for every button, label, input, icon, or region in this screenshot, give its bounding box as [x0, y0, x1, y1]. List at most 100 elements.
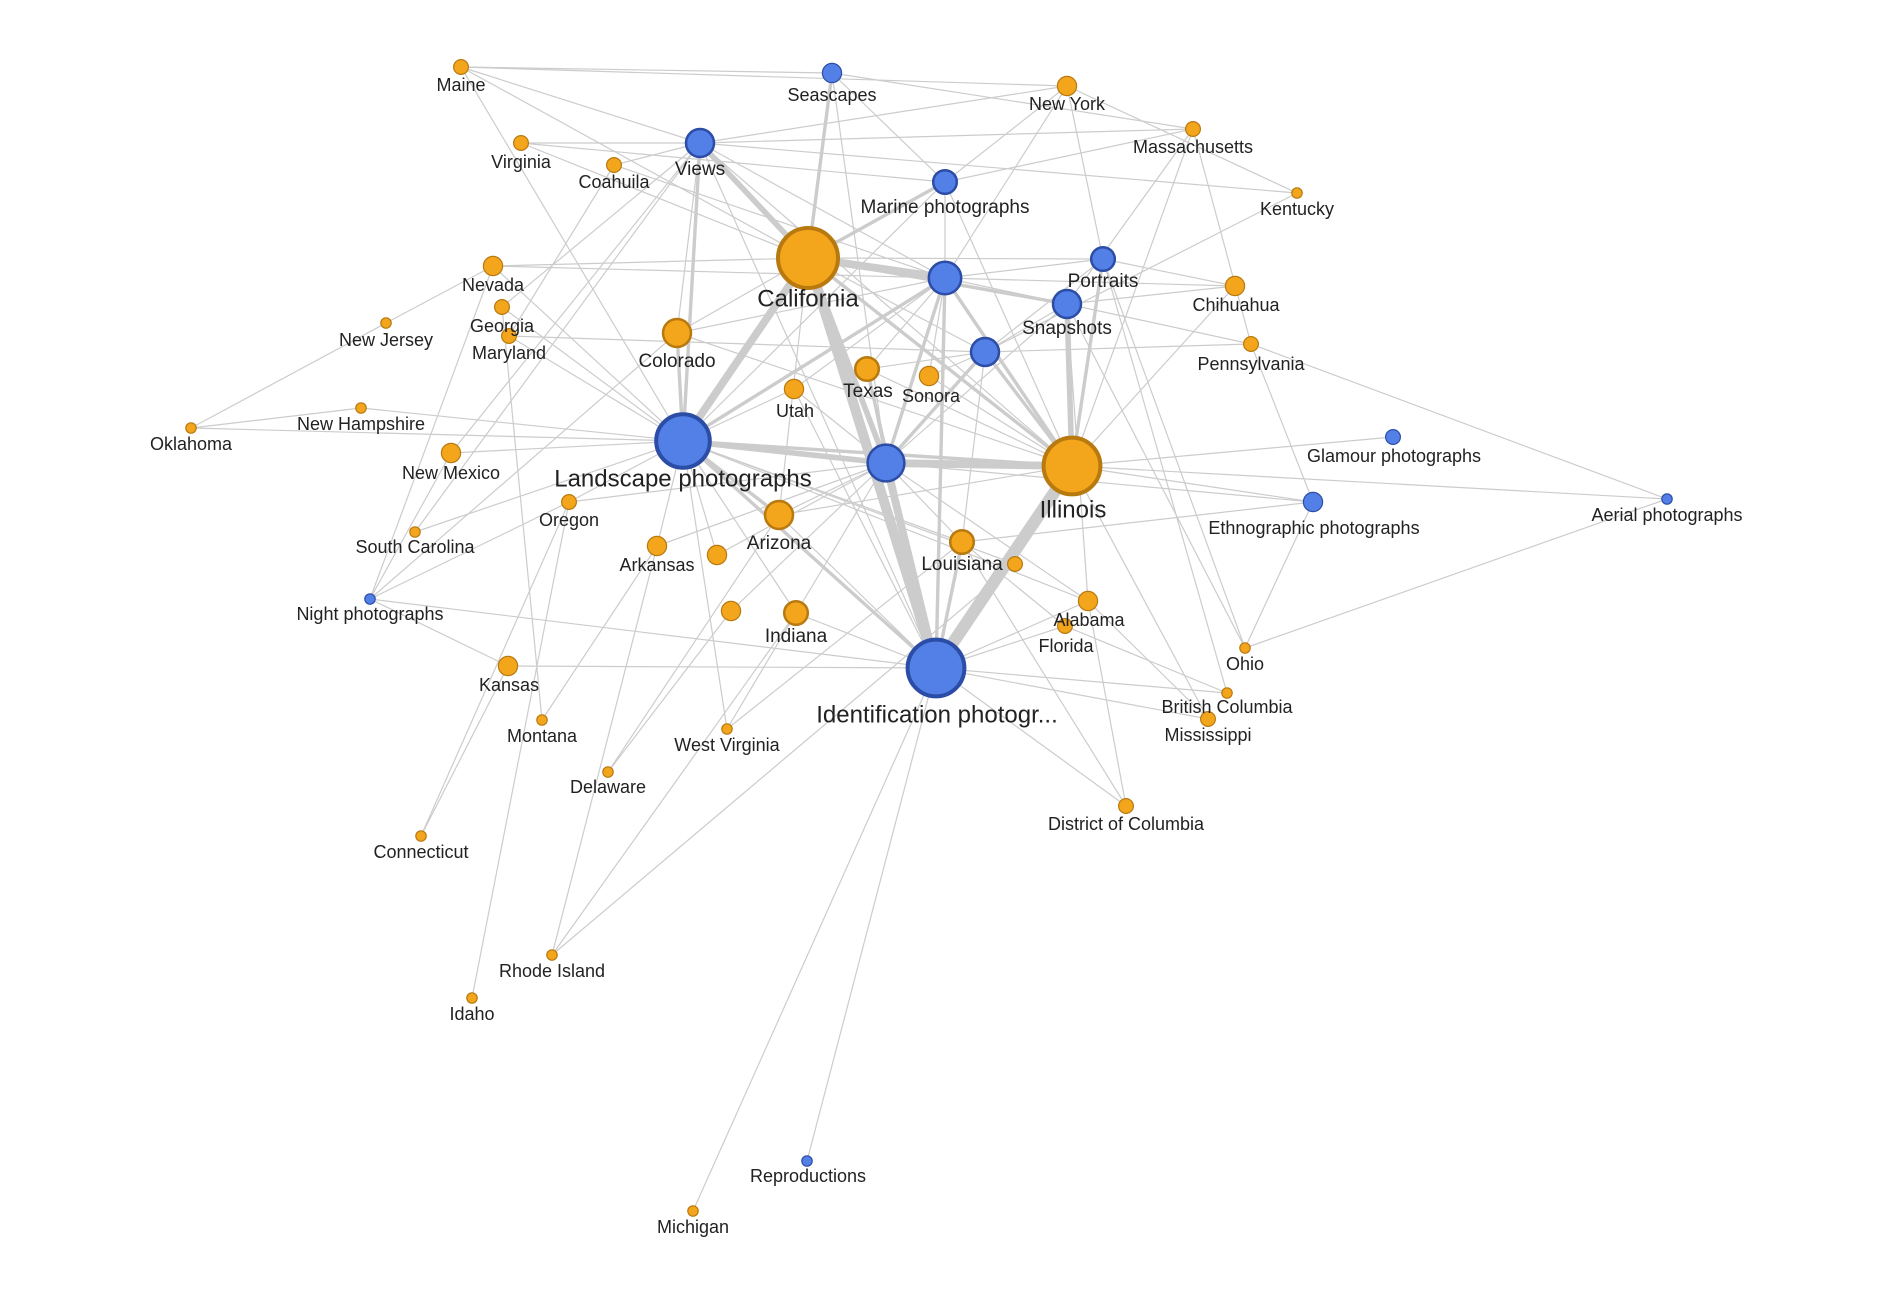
edge-landscape-south-carolina — [414, 440, 684, 533]
node-night[interactable] — [364, 593, 376, 605]
node-glamour[interactable] — [1384, 429, 1401, 446]
edge-hub-center-hub-top — [884, 276, 947, 465]
edge-views-maine — [460, 66, 701, 144]
edge-montana-georgia — [501, 306, 543, 721]
node-portraits[interactable] — [1089, 245, 1117, 273]
node-label-virginia: Virginia — [491, 152, 552, 172]
node-british-columbia[interactable] — [1221, 687, 1233, 699]
node-maryland[interactable] — [501, 328, 518, 345]
node-ohio[interactable] — [1239, 642, 1251, 654]
node-views[interactable] — [684, 127, 716, 159]
node-district-of-columbia[interactable] — [1117, 797, 1134, 814]
edge-california-nevada — [492, 257, 809, 267]
node-label-west-virginia: West Virginia — [674, 735, 780, 755]
node-utah[interactable] — [783, 378, 805, 400]
node-south-carolina[interactable] — [409, 526, 421, 538]
edge-hub-top-new-york — [944, 85, 1068, 279]
node-louisiana[interactable] — [948, 528, 976, 556]
node-indiana[interactable] — [782, 599, 810, 627]
edge-california-hub-center — [805, 255, 889, 466]
node-montana[interactable] — [536, 714, 548, 726]
node-marine[interactable] — [931, 168, 959, 196]
node-label-district-of-columbia: District of Columbia — [1048, 814, 1205, 834]
node-identification[interactable] — [905, 637, 967, 699]
edge-maine-new-york — [460, 66, 1068, 87]
node-virginia[interactable] — [512, 135, 529, 152]
node-texas[interactable] — [853, 355, 881, 383]
node-michigan[interactable] — [687, 1205, 699, 1217]
node-new-mexico[interactable] — [440, 442, 462, 464]
node-coahuila[interactable] — [605, 157, 622, 174]
node-maine[interactable] — [453, 58, 470, 75]
node-label-kentucky: Kentucky — [1260, 199, 1334, 219]
edge-new-mexico-views — [450, 142, 701, 454]
node-label-nevada: Nevada — [462, 275, 525, 295]
edge-british-columbia-florida — [1064, 625, 1228, 694]
node-hub-center[interactable] — [866, 443, 906, 483]
node-delaware[interactable] — [602, 766, 614, 778]
edge-identification-views — [699, 142, 937, 669]
node-florida[interactable] — [1056, 617, 1073, 634]
edge-identification-michigan — [692, 667, 937, 1212]
node-kentucky[interactable] — [1291, 187, 1303, 199]
node-alabama[interactable] — [1077, 590, 1099, 612]
node-new-york[interactable] — [1056, 75, 1078, 97]
node-label-british-columbia: British Columbia — [1161, 697, 1293, 717]
node-oregon[interactable] — [560, 494, 577, 511]
node-label-pennsylvania: Pennsylvania — [1197, 354, 1305, 374]
node-oklahoma[interactable] — [185, 422, 197, 434]
node-sonora[interactable] — [918, 365, 940, 387]
edge-west-virginia-louisiana — [726, 541, 963, 730]
node-chihuahua[interactable] — [1224, 275, 1246, 297]
edge-colorado-illinois — [676, 332, 1073, 467]
node-arizona[interactable] — [763, 499, 795, 531]
node-seascapes[interactable] — [821, 62, 843, 84]
node-west-virginia[interactable] — [721, 723, 733, 735]
node-label-utah: Utah — [776, 401, 814, 421]
edge-alabama-landscape — [682, 440, 1089, 602]
edge-massachusetts-seascapes — [831, 72, 1194, 130]
node-arkansas[interactable] — [646, 535, 668, 557]
edge-rhode-island-arkansas — [551, 545, 658, 956]
node-new-hampshire[interactable] — [355, 402, 367, 414]
node-rhode-island[interactable] — [546, 949, 558, 961]
node-kansas[interactable] — [497, 655, 519, 677]
node-reproductions[interactable] — [801, 1155, 813, 1167]
node-georgia[interactable] — [494, 299, 511, 316]
node-label-new-york: New York — [1029, 94, 1106, 114]
node-unlabeled-b[interactable] — [706, 544, 728, 566]
node-massachusetts[interactable] — [1184, 120, 1201, 137]
edge-oklahoma-new-hampshire — [190, 407, 362, 429]
node-label-oregon: Oregon — [539, 510, 599, 530]
node-connecticut[interactable] — [415, 830, 427, 842]
edge-hub-right-texas — [866, 351, 986, 370]
node-aerial[interactable] — [1661, 493, 1673, 505]
node-unlabeled-c[interactable] — [1006, 555, 1023, 572]
node-colorado[interactable] — [661, 317, 693, 349]
node-hub-right[interactable] — [969, 336, 1001, 368]
node-pennsylvania[interactable] — [1242, 336, 1259, 353]
node-label-michigan: Michigan — [657, 1217, 729, 1237]
node-snapshots[interactable] — [1051, 288, 1083, 320]
edge-aerial-pennsylvania — [1250, 343, 1668, 500]
node-ethnographic[interactable] — [1302, 491, 1324, 513]
edge-idaho-oregon — [471, 501, 570, 999]
node-idaho[interactable] — [466, 992, 478, 1004]
node-label-night: Night photographs — [296, 604, 443, 624]
node-label-connecticut: Connecticut — [373, 842, 468, 862]
node-new-jersey[interactable] — [380, 317, 392, 329]
node-illinois[interactable] — [1041, 435, 1103, 497]
edge-hub-center-unlabeled-a — [730, 462, 887, 612]
edge-florida-louisiana — [961, 541, 1066, 627]
node-hub-top[interactable] — [927, 260, 963, 296]
node-label-seascapes: Seascapes — [787, 85, 876, 105]
node-unlabeled-a[interactable] — [720, 600, 742, 622]
edge-hub-right-portraits — [984, 258, 1104, 353]
node-landscape[interactable] — [654, 412, 712, 470]
edge-marine-new-york — [944, 85, 1068, 183]
node-nevada[interactable] — [482, 255, 504, 277]
node-mississippi[interactable] — [1199, 710, 1216, 727]
edge-identification-texas — [865, 367, 938, 670]
node-california[interactable] — [776, 226, 840, 290]
node-label-florida: Florida — [1038, 636, 1094, 656]
